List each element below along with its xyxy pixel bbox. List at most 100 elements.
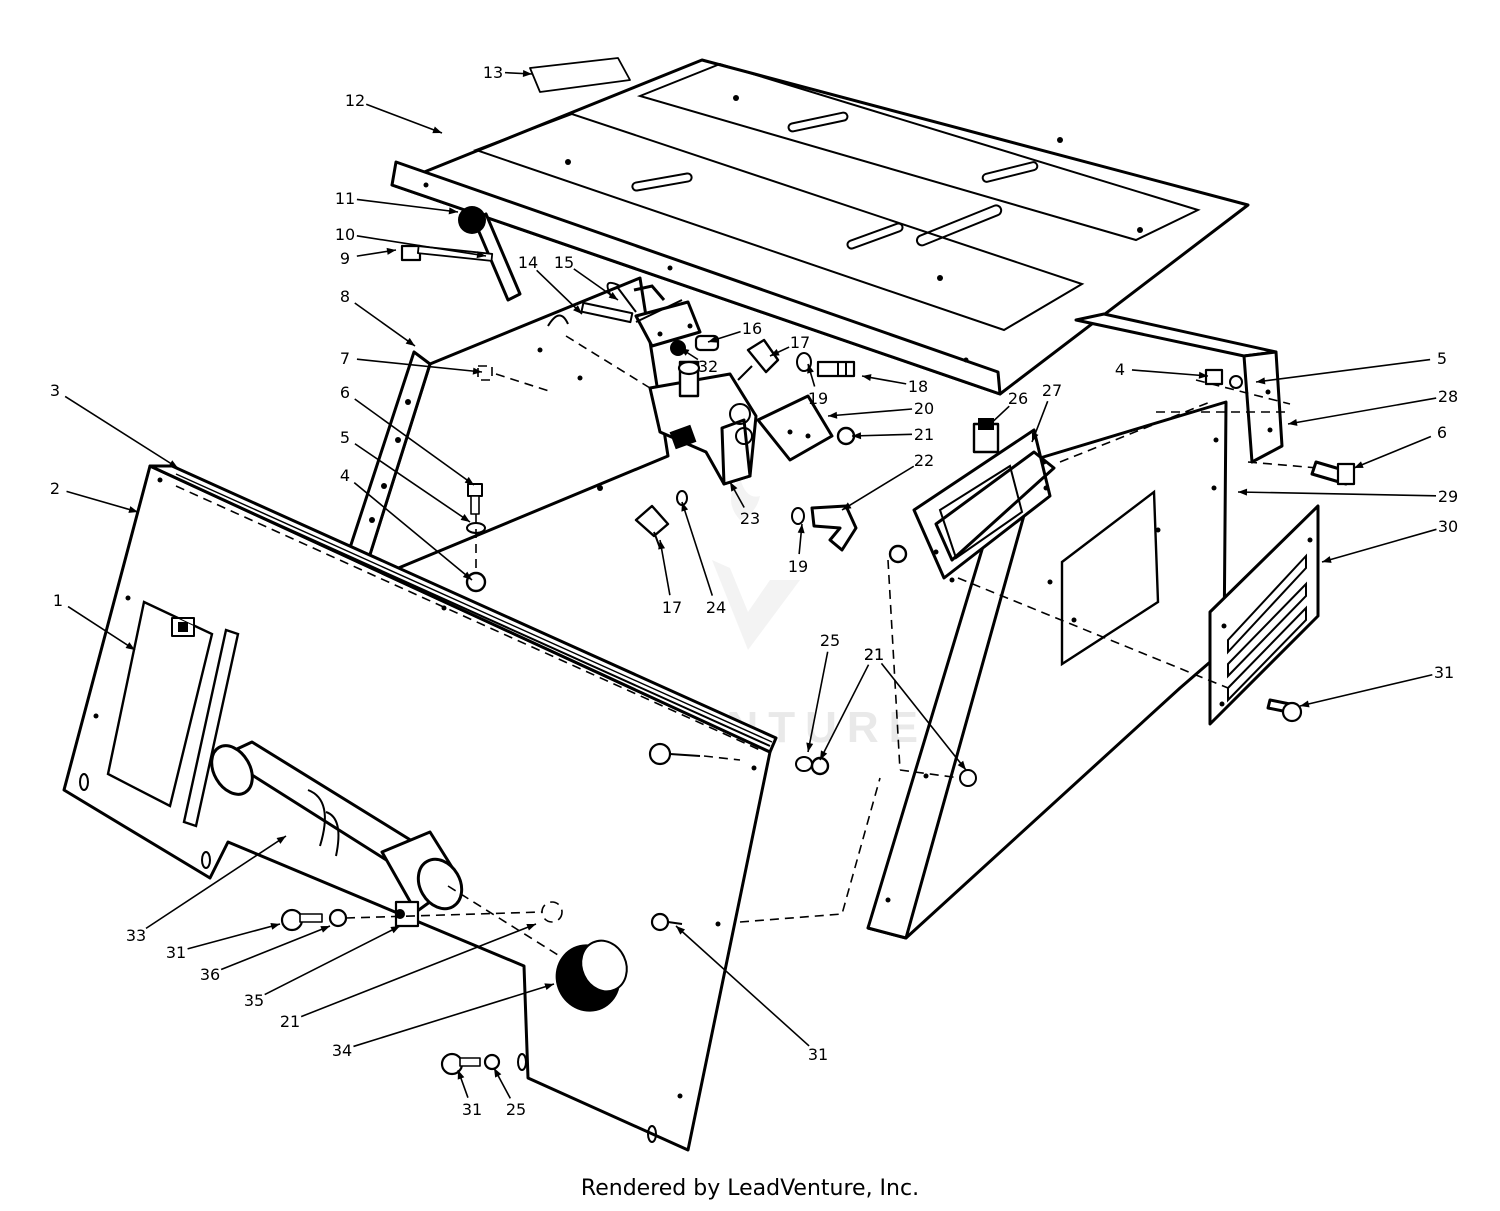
- part-6-bolt-left: [467, 483, 483, 515]
- part-27-gasket: [912, 428, 1056, 580]
- part-1-decal: [107, 601, 213, 807]
- callout-leader-21: [819, 664, 870, 761]
- callout-arrowhead-35: [390, 926, 400, 934]
- callout-label-25: 25: [506, 1100, 526, 1119]
- callout-arrowhead-12: [432, 126, 442, 134]
- callout-arrowhead-14: [573, 305, 582, 314]
- callout-arrowhead-32: [680, 348, 690, 356]
- callout-arrowhead-5: [1256, 377, 1266, 385]
- callout-label-31: 31: [462, 1100, 482, 1119]
- callout-arrowhead-31: [270, 922, 280, 930]
- part-13-decal: [529, 57, 631, 93]
- callout-label-9: 9: [340, 249, 350, 268]
- callout-arrowhead-4: [462, 571, 472, 580]
- callout-leader-4: [353, 482, 473, 581]
- callout-arrowhead-26: [986, 419, 995, 428]
- part-31-screw-lower-left: [280, 908, 323, 932]
- part-3-hinge: [175, 473, 773, 743]
- part-23-valve-assembly: [648, 360, 758, 486]
- callout-label-15: 15: [554, 253, 574, 272]
- alignment-line-nut21: [887, 559, 961, 779]
- callout-arrowhead-28: [1288, 419, 1298, 426]
- callout-arrowhead-23: [730, 482, 738, 492]
- callout-label-33: 33: [126, 926, 146, 945]
- callout-arrowhead-3: [168, 460, 178, 468]
- callout-label-21: 21: [864, 645, 884, 664]
- callout-arrowhead-11: [448, 207, 458, 215]
- part-21-nut-valve: [836, 426, 856, 446]
- callout-leader-33: [145, 835, 287, 930]
- callout-label-4: 4: [1115, 360, 1125, 379]
- callout-leader-30: [1321, 528, 1437, 563]
- callout-label-31: 31: [808, 1045, 828, 1064]
- callout-label-2: 2: [50, 479, 60, 498]
- callout-arrowhead-6: [464, 476, 474, 485]
- part-4-nut-left: [465, 571, 487, 593]
- callout-leader-21: [300, 923, 537, 1018]
- callout-label-6: 6: [340, 383, 350, 402]
- part-36-washer: [328, 908, 348, 928]
- watermark-logo: [712, 478, 800, 650]
- callout-arrowhead-29: [1238, 488, 1248, 496]
- callout-arrowhead-15: [608, 291, 618, 300]
- callout-leader-34: [353, 983, 555, 1048]
- callout-arrowhead-1: [125, 642, 135, 650]
- callout-label-8: 8: [340, 287, 350, 306]
- part-19-oring-lower: [791, 507, 805, 525]
- callout-label-20: 20: [914, 399, 934, 418]
- part-19-oring-upper: [796, 352, 812, 372]
- part-2-front-panel: [62, 464, 778, 1152]
- callout-label-25: 25: [820, 631, 840, 650]
- callout-label-16: 16: [742, 319, 762, 338]
- callout-arrowhead-30: [1322, 556, 1332, 563]
- callout-arrowhead-31: [1300, 700, 1310, 708]
- part-8-side-panel: [344, 276, 670, 586]
- alignment-line-vent: [957, 577, 1229, 689]
- callout-label-27: 27: [1042, 381, 1062, 400]
- callout-arrowhead-20: [828, 411, 838, 419]
- part-25-washer-mid: [795, 756, 813, 772]
- part-17-fitting-lower: [634, 504, 670, 549]
- callout-arrowhead-31: [676, 926, 686, 935]
- callout-label-14: 14: [518, 253, 538, 272]
- callout-label-36: 36: [200, 965, 220, 984]
- callout-arrowhead-36: [320, 926, 330, 933]
- callout-leader-6: [354, 398, 475, 486]
- part-21-nut-right-lower: [959, 769, 977, 787]
- callout-label-24: 24: [706, 598, 726, 617]
- part-31-screw-bottom: [440, 1052, 481, 1076]
- part-17-fitting-upper: [737, 338, 780, 381]
- callout-leader-6: [1353, 435, 1432, 469]
- callout-leader-20: [827, 408, 913, 417]
- part-14-pin: [547, 301, 634, 327]
- callout-leader-15: [573, 268, 619, 301]
- part-21-nut-right-upper: [888, 544, 908, 564]
- callout-leader-10: [356, 235, 487, 257]
- callout-arrowhead-21: [820, 750, 828, 760]
- callout-label-17: 17: [790, 333, 810, 352]
- part-25-washer-bottom: [483, 1053, 501, 1071]
- callout-arrowhead-22: [842, 502, 852, 510]
- callout-leader-22: [841, 465, 915, 511]
- part-5-washer-right: [1229, 375, 1243, 389]
- part-21-nut-mid: [810, 756, 830, 776]
- alignment-line-valve: [565, 335, 651, 389]
- alignment-line-right: [1059, 401, 1211, 463]
- callout-label-6: 6: [1437, 423, 1447, 442]
- callout-leader-31: [675, 925, 810, 1047]
- callout-leader-28: [1287, 397, 1437, 425]
- callout-arrowhead-18: [862, 374, 872, 382]
- callout-label-32: 32: [698, 357, 718, 376]
- callout-label-28: 28: [1438, 387, 1458, 406]
- callout-arrowhead-19: [797, 524, 805, 534]
- callout-label-21: 21: [864, 645, 884, 664]
- callout-arrowhead-24: [681, 502, 689, 512]
- callout-leader-21: [851, 433, 913, 437]
- callout-leader-14: [536, 269, 583, 315]
- alignment-line-lower-left: [345, 911, 543, 919]
- callout-leader-8: [354, 302, 416, 347]
- callout-leader-36: [220, 925, 331, 971]
- part-20-bracket: [756, 394, 834, 462]
- callout-leader-29: [1237, 491, 1437, 497]
